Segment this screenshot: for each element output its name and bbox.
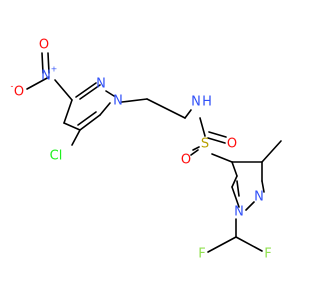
atom-n-ring2-a: N [234, 205, 244, 220]
bond [199, 117, 206, 137]
bond [231, 175, 238, 188]
atom-o-nitro-double: O [39, 38, 49, 53]
bond [192, 146, 200, 151]
atom-h-amide: H [202, 95, 212, 110]
molecule-structure-diagram: Cl N + O - O N N N H S O O N N F F [11, 38, 282, 262]
bond [63, 99, 73, 124]
atom-f-1: F [198, 247, 205, 262]
atom-labels: Cl N + O - O N N N H S O O N N F F [11, 38, 272, 262]
charge-plus: + [51, 65, 58, 74]
bond [63, 122, 81, 131]
bond [261, 180, 265, 193]
bond [245, 201, 255, 211]
bond [207, 236, 237, 253]
atom-f-2: F [264, 247, 271, 262]
bond [236, 180, 240, 197]
bond [190, 149, 199, 156]
bond [261, 140, 282, 163]
bond [146, 98, 186, 119]
bond [77, 111, 97, 126]
atom-o-sulfonyl-2: O [181, 153, 191, 168]
bond [47, 52, 50, 74]
bond [208, 131, 227, 138]
bond [121, 98, 148, 103]
atom-n-amide: N [191, 95, 201, 110]
bond [79, 84, 101, 100]
atom-s-sulfonyl: S [201, 137, 209, 152]
atom-o-nitro-single: O [14, 85, 24, 100]
bond [71, 129, 81, 146]
bond [231, 186, 240, 208]
bond [231, 161, 238, 177]
bonds [26, 52, 282, 253]
atom-cl: Cl [50, 149, 63, 164]
bond [184, 109, 192, 119]
bond [235, 236, 263, 252]
atom-n-ring2-b: N [254, 190, 264, 205]
bond [41, 52, 44, 74]
bond [99, 102, 111, 116]
atom-n-nitro: N [41, 69, 51, 84]
bond [54, 79, 73, 101]
bond [26, 76, 50, 90]
atom-n-ring1-b: N [113, 94, 123, 109]
bond [79, 114, 101, 131]
bond [105, 90, 115, 97]
atom-n-ring1-a: N [96, 77, 106, 92]
bond [75, 82, 97, 98]
atom-o-sulfonyl-1: O [227, 137, 237, 152]
bond [211, 153, 233, 163]
charge-minus: - [11, 82, 14, 91]
bond [207, 137, 226, 144]
